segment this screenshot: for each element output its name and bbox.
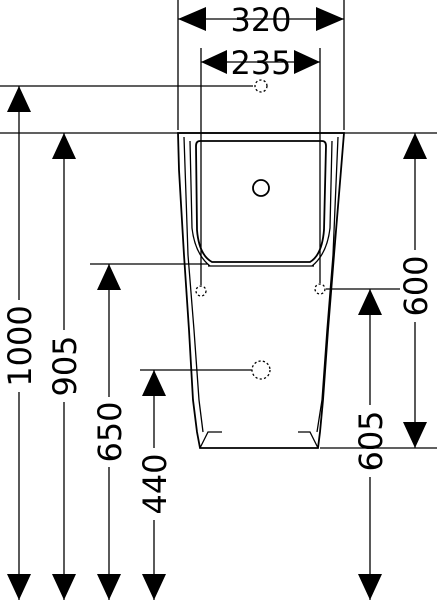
dim-650-label: 650 [91,401,129,462]
outlet-point [251,360,271,380]
dim-905-label: 905 [46,335,84,396]
dim-overall-width: 320 [178,1,344,39]
urinal-inner-lip-right [316,136,339,433]
dim-600-label: 600 [397,255,435,316]
dim-rim-height: 905 [46,133,84,600]
dim-1000-arrow-top [7,86,31,112]
mount-point-left [195,285,207,297]
dim-605-arrow-top [358,289,382,315]
bowl-side-left [189,140,211,267]
dim-440-arrow-bottom [142,574,166,600]
dim-235-label: 235 [230,44,291,82]
dim-650-label-bg [95,397,125,467]
dim-600-arrow-top [403,133,427,159]
bowl-opening [195,140,327,263]
base-foot-right [298,431,319,449]
dim-320-arrow-left [178,7,206,31]
dim-605-arrow-bottom [358,574,382,600]
extension-lines [0,0,437,371]
urinal-body [177,132,345,449]
dim-600-arrow-bottom [403,422,427,448]
spout-hole [252,179,270,197]
urinal-inner-lip-left [183,136,204,433]
bowl-side-right [311,140,333,267]
dim-mount-height: 605 [352,289,390,600]
water-inlet-point [254,79,268,93]
dim-605-label-bg [356,405,386,477]
dim-235-arrow-right [294,50,320,74]
dim-inner-width: 235 [201,44,320,82]
dim-1000-label-bg [5,300,35,392]
dim-440-label-bg [140,448,170,520]
dim-905-label-bg [50,330,80,402]
dim-outlet-height: 440 [136,370,174,600]
dim-650-arrow-top [97,264,121,290]
dim-235-arrow-left [201,50,227,74]
dim-320-arrow-right [316,7,344,31]
dim-905-arrow-bottom [52,574,76,600]
dim-bowl-height: 600 [320,133,437,449]
dim-605-label: 605 [352,410,390,471]
connection-points [195,79,326,380]
dim-total-height: 1000 [1,86,39,600]
dim-650-arrow-bottom [97,574,121,600]
base-foot-left [199,431,222,449]
dim-1000-arrow-bottom [7,574,31,600]
dim-440-arrow-top [142,370,166,396]
mount-point-right [314,283,326,295]
dim-600-label-bg [401,250,431,322]
dim-1000-label: 1000 [1,305,39,386]
dim-inlet-height: 650 [91,264,129,600]
dim-440-label: 440 [136,453,174,514]
dim-905-arrow-top [52,133,76,159]
dim-320-label: 320 [230,1,291,39]
